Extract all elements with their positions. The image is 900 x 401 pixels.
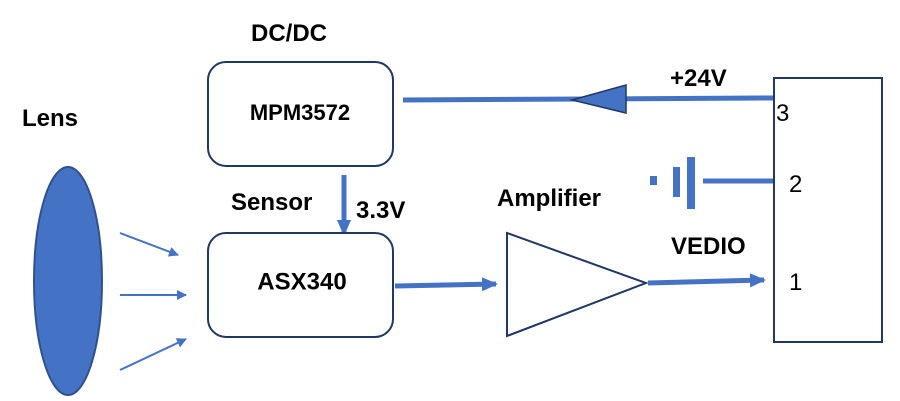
ground-plate-short (673, 167, 680, 197)
v24-arrowhead (569, 84, 627, 114)
v24-label: +24V (670, 65, 727, 92)
asx340-block (207, 232, 394, 338)
amplifier-triangle (506, 231, 649, 338)
lens-shape (33, 166, 103, 396)
v33-label: 3.3V (356, 197, 405, 224)
light-ray-bottom (119, 338, 187, 371)
amplifier-label: Amplifier (497, 185, 601, 212)
light-ray-top (119, 232, 179, 257)
asx340-label: ASX340 (257, 268, 346, 295)
dcdc-label: DC/DC (251, 20, 327, 47)
video-out-arrow (647, 273, 766, 288)
ground-dash (650, 176, 657, 185)
pin-1-label: 1 (789, 269, 802, 296)
sensor-to-amplifier-arrow (394, 277, 498, 292)
mpm3572-block (207, 61, 394, 167)
mpm3572-label: MPM3572 (250, 100, 350, 125)
pin-3-label: 3 (776, 100, 789, 127)
pin-2-label: 2 (789, 171, 802, 198)
sensor-label: Sensor (231, 189, 312, 216)
connector-block (773, 77, 883, 343)
ground-plate-long (687, 157, 695, 209)
vedio-label: VEDIO (671, 233, 746, 260)
lens-label: Lens (22, 105, 78, 132)
